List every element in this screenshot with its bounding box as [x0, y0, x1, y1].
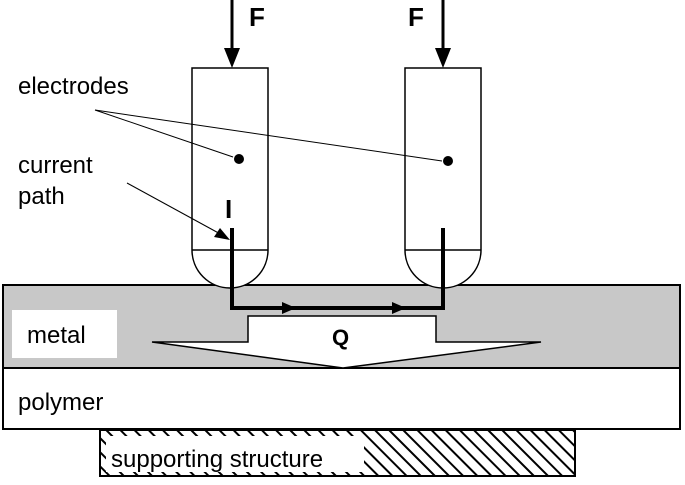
right-electrode-dot [443, 156, 453, 166]
polymer-label: polymer [18, 389, 103, 416]
heat-label-q: Q [332, 325, 349, 350]
current-arrow-2 [392, 302, 406, 314]
polymer-layer [2, 367, 681, 430]
current-path-label-line1: current [18, 152, 93, 179]
electrodes-label: electrodes [18, 73, 129, 100]
right-force-arrow-head [435, 48, 451, 68]
supporting-structure-label: supporting structure [111, 446, 323, 473]
heat-flow-arrow [151, 315, 542, 369]
current-path-label-line2: path [18, 183, 65, 210]
electrodes-leader-left [94, 109, 234, 158]
metal-label-box [12, 310, 117, 358]
current-path-line [230, 228, 445, 310]
left-electrode-dot [234, 154, 244, 164]
left-force-arrow-head [224, 48, 240, 68]
electrodes-leader-right [94, 109, 443, 162]
current-symbol-i: I [225, 194, 232, 224]
current-path-leader-arrowhead [214, 228, 230, 240]
current-arrow-1 [282, 302, 296, 314]
left-force-label: F [249, 2, 265, 32]
right-force-label: F [408, 2, 424, 32]
supporting-structure-label-box [106, 436, 364, 472]
right-electrode [404, 67, 482, 289]
current-path-leader [126, 182, 225, 237]
metal-label: metal [27, 322, 86, 349]
